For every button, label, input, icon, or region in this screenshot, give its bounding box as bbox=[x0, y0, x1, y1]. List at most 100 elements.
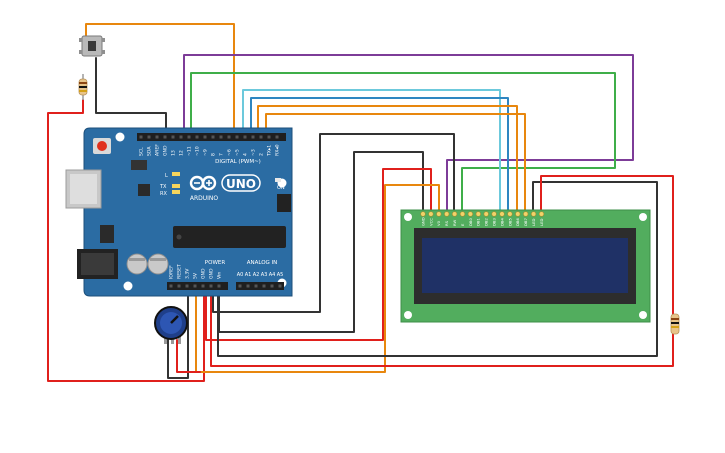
header-pin[interactable] bbox=[227, 135, 231, 139]
header-pin[interactable] bbox=[209, 284, 213, 288]
bottom-pin-holes bbox=[169, 284, 282, 288]
wire-orange-lcd-v0[interactable] bbox=[195, 184, 440, 373]
tx-label: TX bbox=[159, 184, 167, 190]
lcd-pin-label: LED bbox=[531, 218, 536, 226]
header-pin[interactable] bbox=[139, 135, 143, 139]
lcd-pin[interactable] bbox=[538, 211, 545, 217]
header-pin[interactable] bbox=[243, 135, 247, 139]
mount-hole bbox=[115, 132, 125, 142]
pushbutton[interactable] bbox=[79, 35, 105, 57]
header-pin[interactable] bbox=[147, 135, 151, 139]
wire-red-lcd-vcc[interactable] bbox=[205, 168, 432, 341]
rx-label: RX bbox=[160, 191, 167, 197]
header-pin[interactable] bbox=[267, 135, 271, 139]
wire-button-to-pin7[interactable] bbox=[85, 23, 235, 139]
header-pin[interactable] bbox=[219, 135, 223, 139]
power-pin-label: 5V bbox=[193, 272, 199, 279]
wire-button-gnd[interactable] bbox=[95, 57, 167, 139]
header-pin[interactable] bbox=[246, 284, 250, 288]
header-pin[interactable] bbox=[211, 135, 215, 139]
lcd-pin[interactable] bbox=[444, 211, 450, 217]
header-pin[interactable] bbox=[254, 284, 258, 288]
wire-black-lcd-gnd-a[interactable] bbox=[212, 133, 455, 313]
lcd-pin-label: DB5 bbox=[507, 217, 512, 226]
lcd-mount-hole bbox=[639, 213, 647, 221]
header-pin[interactable] bbox=[155, 135, 159, 139]
lcd-pin[interactable] bbox=[436, 211, 442, 217]
lcd-pin[interactable] bbox=[459, 211, 466, 217]
lcd-pin[interactable] bbox=[452, 211, 458, 217]
header-pin[interactable] bbox=[179, 135, 183, 139]
analog-header-label: ANALOG IN bbox=[247, 260, 278, 266]
header-pin[interactable] bbox=[262, 284, 266, 288]
resistor-left[interactable] bbox=[78, 74, 88, 100]
wire-orange-pin3[interactable] bbox=[257, 105, 518, 212]
wire-red-pot[interactable] bbox=[176, 339, 201, 373]
header-pin[interactable] bbox=[171, 135, 175, 139]
header-pin[interactable] bbox=[169, 284, 173, 288]
top-pin-label: 7 bbox=[219, 153, 225, 156]
lcd-pin[interactable] bbox=[523, 211, 529, 217]
wire-blue[interactable] bbox=[250, 97, 509, 212]
lcd-pins bbox=[420, 211, 545, 217]
header-pin[interactable] bbox=[163, 135, 167, 139]
header-pin[interactable] bbox=[185, 284, 189, 288]
wire-green[interactable] bbox=[190, 72, 616, 212]
lcd-pin[interactable] bbox=[475, 211, 481, 217]
wire-black-lcd-led[interactable] bbox=[217, 181, 658, 357]
lcd-pin[interactable] bbox=[483, 211, 489, 217]
header-pin[interactable] bbox=[177, 284, 181, 288]
wire-black-pot[interactable] bbox=[167, 289, 189, 379]
lcd-pin[interactable] bbox=[420, 211, 426, 217]
header-pin[interactable] bbox=[238, 284, 242, 288]
lcd-screen bbox=[422, 238, 628, 293]
wire-red-lcd-led[interactable] bbox=[210, 175, 674, 367]
header-pin[interactable] bbox=[259, 135, 263, 139]
capacitor bbox=[126, 253, 148, 275]
lcd-mount-hole bbox=[639, 311, 647, 319]
potentiometer[interactable] bbox=[154, 306, 188, 344]
lcd-pin[interactable] bbox=[507, 211, 513, 217]
lcd-pin[interactable] bbox=[467, 211, 474, 217]
header-pin[interactable] bbox=[270, 284, 274, 288]
capacitor bbox=[147, 253, 169, 275]
uno-badge bbox=[221, 174, 261, 192]
lcd-mount-hole bbox=[404, 213, 412, 221]
lcd-pin-label: V0 bbox=[436, 220, 441, 226]
analog-pin-label: A4 bbox=[269, 272, 276, 278]
header-pin[interactable] bbox=[203, 135, 207, 139]
top-pin-label: ~3 bbox=[251, 149, 257, 156]
wire-cyan[interactable] bbox=[242, 89, 501, 212]
lcd-pin[interactable] bbox=[428, 211, 434, 217]
lcd-pin-label: GND bbox=[420, 217, 425, 226]
header-pin[interactable] bbox=[217, 284, 221, 288]
lcd-pin[interactable] bbox=[491, 211, 497, 217]
power-pin-label: RESET bbox=[177, 264, 183, 279]
rx-led bbox=[172, 190, 180, 194]
lcd-pin[interactable] bbox=[499, 211, 505, 217]
arduino-uno-board[interactable]: UNO ARDUINO DIGITAL (PWM~) POWER ANALOG … bbox=[65, 127, 293, 297]
header-pin[interactable] bbox=[201, 284, 205, 288]
resistor-right[interactable] bbox=[670, 313, 680, 335]
lcd-pin-label: DB2 bbox=[484, 217, 489, 226]
wire-orange-pin2[interactable] bbox=[265, 113, 526, 212]
header-pin[interactable] bbox=[235, 135, 239, 139]
lcd-pin[interactable] bbox=[515, 211, 521, 217]
header-pin[interactable] bbox=[278, 284, 282, 288]
lcd-pin-label: LED bbox=[539, 218, 544, 226]
header-pin[interactable] bbox=[275, 135, 279, 139]
header-pin[interactable] bbox=[195, 135, 199, 139]
lcd-pin[interactable] bbox=[530, 211, 537, 217]
header-pin[interactable] bbox=[187, 135, 191, 139]
wire-left-5v-loop[interactable] bbox=[47, 99, 205, 382]
on-led bbox=[275, 178, 281, 182]
top-pin-label: 4 bbox=[243, 153, 249, 156]
header-pin[interactable] bbox=[251, 135, 255, 139]
top-pin-label: ~9 bbox=[203, 149, 209, 156]
wire-purple[interactable] bbox=[183, 54, 634, 212]
header-pin[interactable] bbox=[193, 284, 197, 288]
